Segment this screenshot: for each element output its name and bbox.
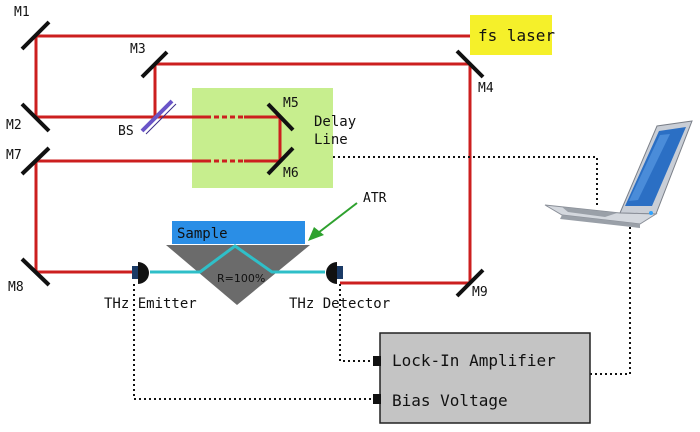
label-m8: M8: [8, 280, 24, 295]
mirror-m7-icon: [20, 146, 51, 176]
sample-label: Sample: [177, 226, 228, 242]
mirror-m1-icon: [20, 20, 51, 51]
cable-delay-to-laptop: [333, 156, 598, 206]
fs-laser-label: fs laser: [478, 26, 555, 45]
bias-port-icon: [373, 394, 381, 404]
mirror-m8-icon: [20, 257, 51, 287]
delay-line-box: [192, 88, 333, 188]
mirror-m6-icon: [266, 146, 295, 176]
atr-prism: [166, 245, 310, 305]
delay-line-label-2: Line: [314, 132, 348, 148]
atr-arrow: [308, 202, 358, 241]
label-m2: M2: [6, 118, 22, 133]
delay-line-beams: [192, 115, 282, 163]
antenna-emitter-icon: [132, 262, 149, 284]
mirror-m5-icon: [266, 102, 295, 132]
mirror-m4-icon: [455, 49, 485, 79]
mirrors: [20, 20, 485, 298]
mirror-m2-icon: [20, 102, 51, 133]
beam-splitter-icon: [140, 99, 174, 133]
mirror-m3-icon: [140, 50, 169, 79]
beam-delay-m7-m8-emitter: [34, 159, 205, 274]
cable-lockin-to-laptop: [590, 218, 631, 375]
signal-cables: [133, 156, 631, 400]
lockin-port-icon: [373, 356, 381, 366]
label-m5: M5: [283, 96, 299, 111]
emitter-label: THz Emitter: [104, 296, 197, 312]
label-m3: M3: [130, 42, 146, 57]
cable-detector-to-lockin: [339, 284, 376, 362]
cable-emitter-to-bias: [133, 284, 376, 400]
thz-path: [150, 244, 325, 274]
atr-label: ATR: [363, 191, 387, 206]
label-m6: M6: [283, 166, 299, 181]
lock-in-amplifier-label: Lock-In Amplifier: [392, 351, 556, 370]
fs-laser-box: [470, 15, 552, 55]
antenna-detector-icon: [326, 262, 343, 284]
mirror-labels: M1 M2 M3 M4 M5 M6 M7 M8 M9 BS: [6, 5, 494, 300]
beam-bs-m3-m4-m9: [153, 62, 472, 283]
delay-line-label-1: Delay: [314, 114, 356, 130]
label-m1: M1: [14, 5, 30, 20]
instrument-box: [379, 332, 591, 424]
label-m4: M4: [478, 81, 494, 96]
sample-box: [172, 221, 305, 244]
beam-laser-to-m1-m2-bs: [34, 34, 470, 119]
label-bs: BS: [118, 124, 134, 139]
mirror-m9-icon: [455, 268, 485, 298]
laptop-icon: [544, 120, 693, 228]
reflectivity-label: R=100%: [217, 272, 265, 285]
bias-voltage-label: Bias Voltage: [392, 391, 508, 410]
label-m9: M9: [472, 285, 488, 300]
label-m7: M7: [6, 148, 22, 163]
